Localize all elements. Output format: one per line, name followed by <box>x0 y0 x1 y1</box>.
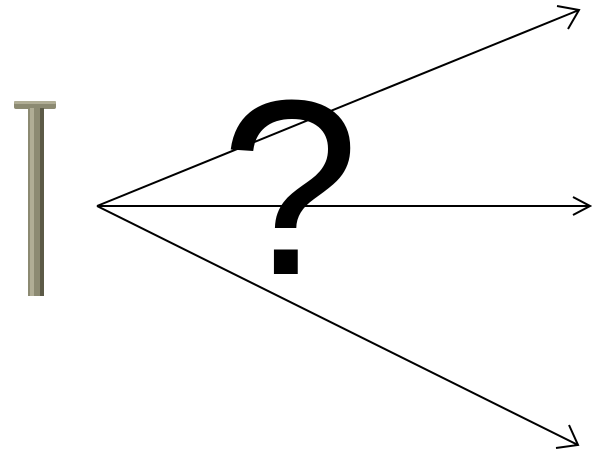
nail-icon <box>14 101 56 296</box>
question-mark-icon: ? <box>210 58 370 318</box>
